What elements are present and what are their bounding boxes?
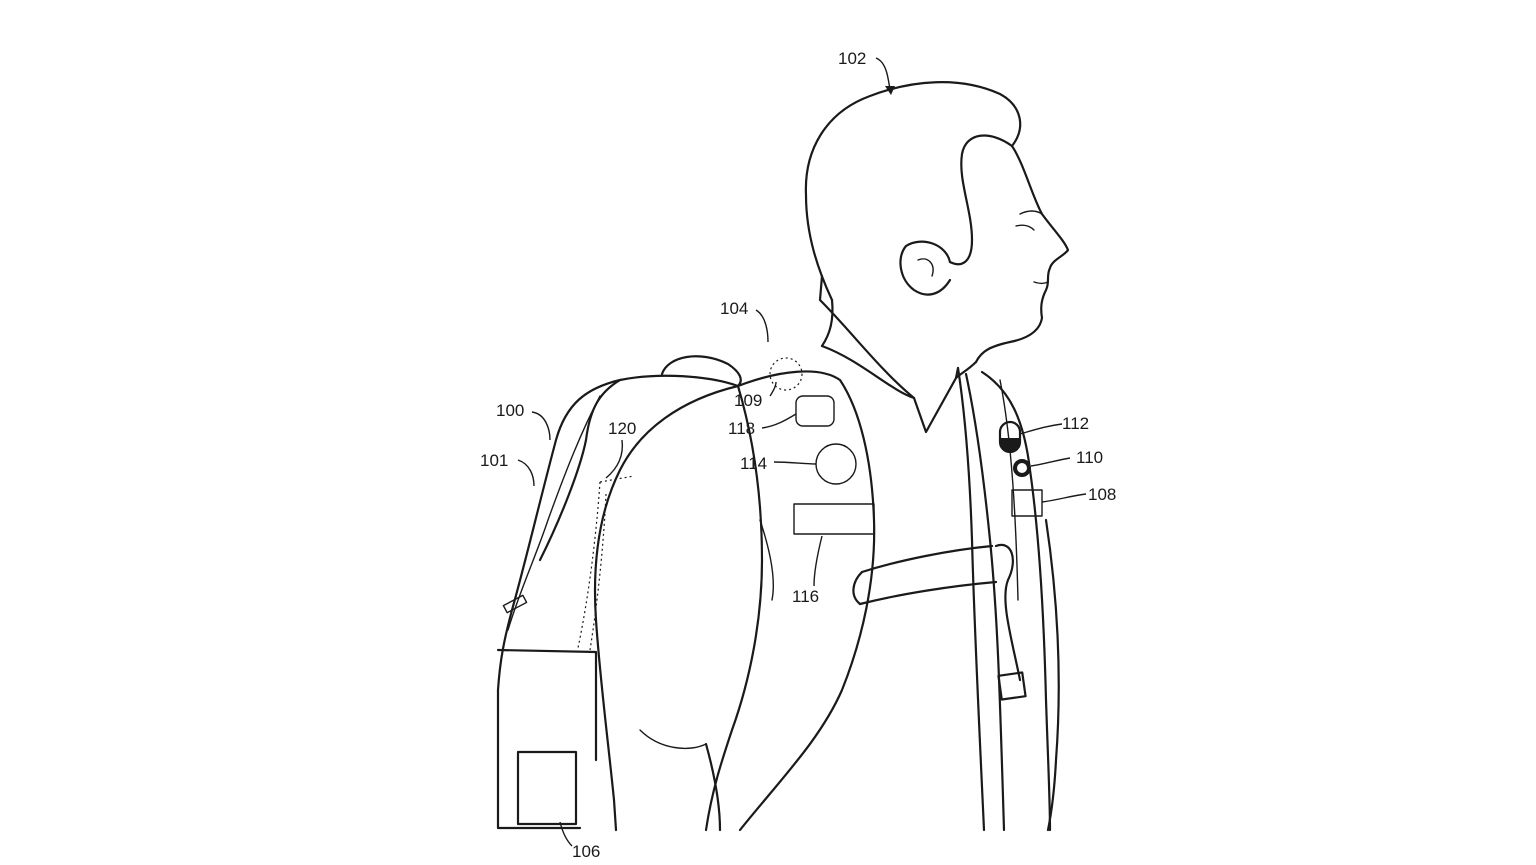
chest-strap-bottom [858, 580, 998, 606]
shoulder-outline [593, 384, 740, 832]
leader-120 [605, 439, 624, 479]
torso-front [956, 366, 986, 832]
zipper-line [507, 395, 601, 631]
sensor-pad[interactable] [795, 395, 835, 427]
leader-104 [755, 309, 769, 343]
leader-110 [1030, 457, 1071, 467]
label-112: 112 [1062, 414, 1089, 433]
label-102: 102 [838, 49, 866, 68]
leader-106 [559, 821, 573, 847]
lower-pocket [496, 648, 598, 762]
label-108: 108 [1088, 485, 1116, 504]
sensor-mesh[interactable] [815, 443, 857, 485]
backpack-inner-edge [538, 378, 622, 562]
label-110: 110 [1076, 448, 1103, 467]
label-106: 106 [572, 842, 600, 861]
label-104: 104 [720, 299, 748, 318]
top-handle [660, 355, 742, 388]
leader-102 [875, 57, 891, 91]
sleeve-fold [759, 519, 774, 601]
forearm-line [704, 742, 722, 832]
front-body-line [1044, 518, 1060, 832]
collar-fold [820, 344, 916, 400]
button-pair-fill [1000, 438, 1020, 452]
strap-inner [704, 384, 764, 832]
front-strap-right [980, 370, 1052, 832]
leader-109 [769, 381, 777, 397]
leader-118 [761, 413, 797, 429]
shoulder-strap [704, 357, 876, 832]
leader-112 [1019, 423, 1063, 435]
mouth [1033, 281, 1049, 285]
strap-loop [994, 543, 1022, 682]
ear [899, 240, 952, 296]
person [804, 81, 1070, 832]
label-116: 116 [792, 587, 819, 606]
backpack [496, 355, 742, 830]
neck-back [820, 298, 834, 348]
leader-101 [517, 459, 535, 487]
label-101: 101 [480, 451, 508, 470]
zipper-pull[interactable] [502, 594, 528, 614]
backpack-body [496, 374, 740, 830]
chest-strap-top [860, 544, 994, 574]
chest-strap [852, 544, 998, 606]
leader-108 [1041, 493, 1087, 503]
front-strap-left [964, 372, 1006, 832]
elbow-fold [639, 729, 707, 750]
hair-line [948, 134, 1014, 266]
label-120: 120 [608, 419, 636, 438]
label-114: 114 [740, 454, 767, 473]
side-patch[interactable] [516, 750, 578, 826]
cheek-line [1015, 224, 1035, 231]
label-100: 100 [496, 401, 524, 420]
leader-116 [813, 535, 823, 587]
label-118: 118 [728, 419, 755, 438]
leader-100 [531, 411, 551, 441]
sensor-dotted[interactable] [769, 357, 803, 391]
strap-buckle[interactable] [997, 671, 1027, 701]
leader-114 [773, 461, 817, 465]
eye [1019, 210, 1043, 215]
strap-patch[interactable] [1011, 489, 1043, 517]
ear-inner [917, 258, 934, 277]
chest-strap-end [852, 570, 864, 606]
arrow-102 [885, 86, 895, 95]
front-strap [964, 370, 1060, 832]
label-109: 109 [734, 391, 762, 410]
arm [593, 384, 774, 832]
front-strap-mid [999, 379, 1019, 601]
ring-button-inner [1017, 463, 1027, 473]
dotted-panel [577, 475, 635, 649]
head-outline [804, 81, 1070, 364]
strap-band[interactable] [793, 503, 875, 535]
reference-labels: 102 104 100 101 120 109 118 114 116 112 … [480, 49, 1116, 861]
leader-lines [517, 57, 1087, 847]
